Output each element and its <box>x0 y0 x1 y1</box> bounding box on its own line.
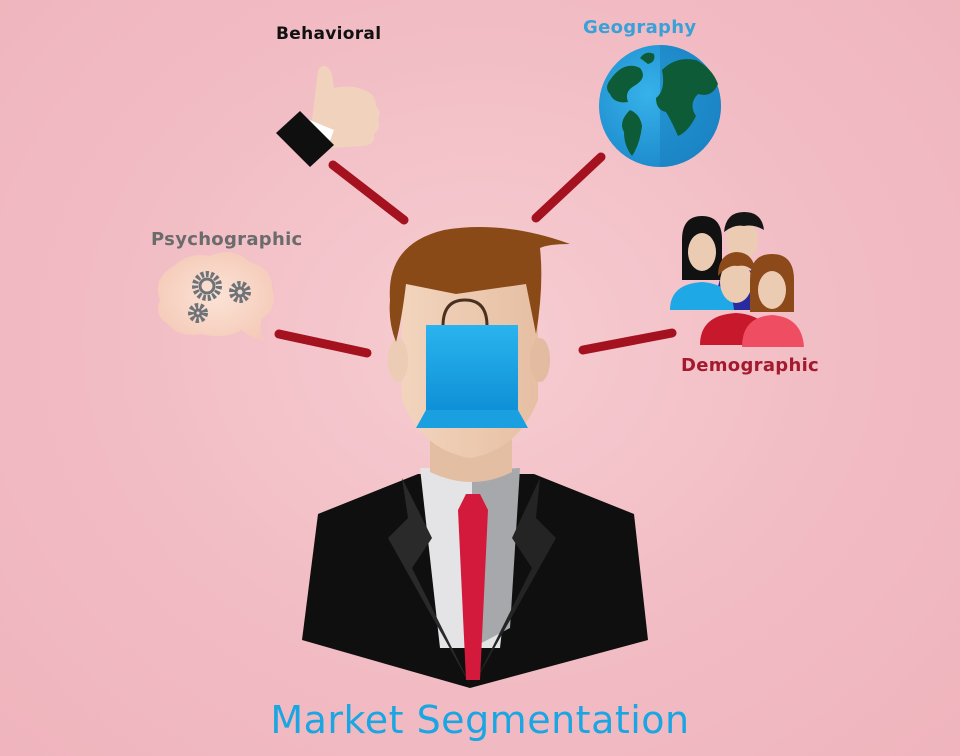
demographic-label: Demographic <box>681 355 820 376</box>
shopping-bag-icon <box>416 298 528 428</box>
globe-icon <box>599 45 721 167</box>
brain-gears-icon <box>157 252 274 340</box>
connector-lines <box>274 152 677 358</box>
geography-label: Geography <box>583 17 697 38</box>
businessman-icon <box>302 227 648 688</box>
thumbs-up-icon <box>276 65 380 167</box>
behavioral-label: Behavioral <box>276 24 382 44</box>
page-title: Market Segmentation <box>270 698 690 742</box>
people-group-icon <box>670 212 804 347</box>
psychographic-label: Psychographic <box>151 229 303 250</box>
